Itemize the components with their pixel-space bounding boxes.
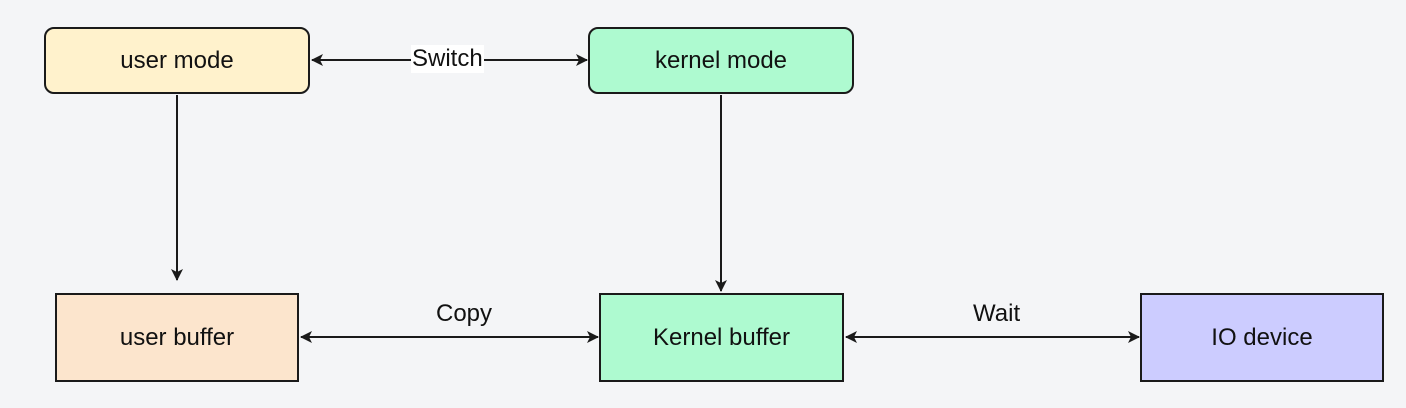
switch-edge-label: Switch [411,45,484,73]
user-buffer-node[interactable]: user buffer [55,293,299,382]
io-device-label: IO device [1211,323,1313,351]
copy-edge-label: Copy [436,300,493,327]
kernel-mode-node[interactable]: kernel mode [588,27,854,94]
kernel-mode-label: kernel mode [654,46,788,74]
user-buffer-label: user buffer [119,323,235,351]
wait-edge-label: Wait [973,300,1021,327]
io-device-node[interactable]: IO device [1140,293,1384,382]
user-mode-label: user mode [120,46,234,74]
kernel-buffer-node[interactable]: Kernel buffer [599,293,844,382]
user-mode-node[interactable]: user mode [44,27,310,94]
kernel-buffer-label: Kernel buffer [653,323,790,351]
